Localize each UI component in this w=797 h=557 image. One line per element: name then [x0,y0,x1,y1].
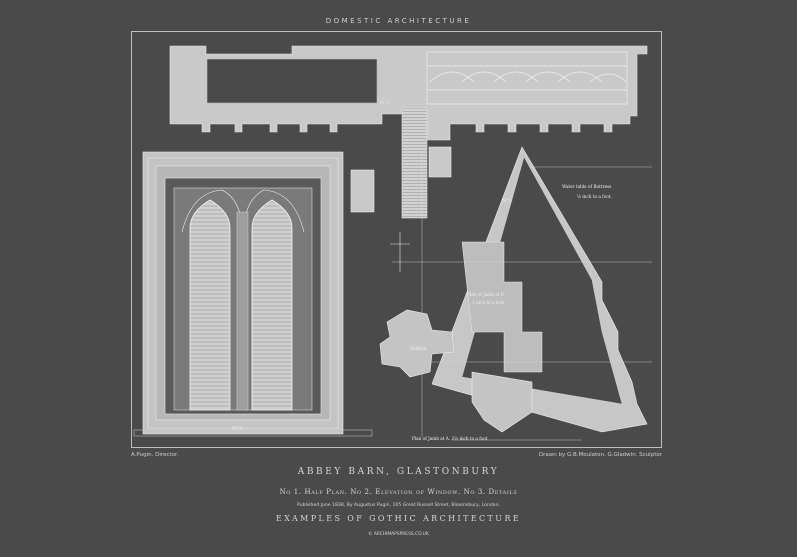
scale-detail-b: 1 inch to a foot. [472,300,505,305]
copyright-notice: © ARCHIMAPSPRESS.CO.UK [368,532,429,537]
mullion-section [379,309,533,433]
caption-published: Published June 1838, By Augustus Pugin, … [297,503,500,508]
label-no1: N°1. [380,100,392,106]
window-elevation [133,151,373,437]
caption-title: ABBEY BARN, GLASTONBURY [297,467,500,477]
scale-detail-a: Plan of Jamb at D. [467,292,505,297]
credit-drawn-by: Drawn by G.B.Moulaton. G.Gladwin. Sculpt… [538,452,662,458]
caption-subtitle: No 1. Half Plan. No 2. Elevation of Wind… [279,488,518,496]
engraving-plate: N°1. N°2. [131,31,662,448]
scale-buttress-b: ½ inch to a foot. [577,194,612,199]
cross-ornament [390,232,410,272]
caption-series: EXAMPLES OF GOTHIC ARCHITECTURE [275,514,522,523]
label-no2: N°2. [232,426,244,432]
label-mullion: Mullion [410,346,427,351]
header-title: DOMESTIC ARCHITECTURE [325,17,472,25]
credit-director: A.Pugin. Director. [131,452,179,458]
buttress-detail [392,146,652,441]
label-no3: N°3. [502,198,513,204]
half-plan [169,45,648,219]
architectural-drawing: N°1. N°2. [133,45,652,441]
scale-bottom: Plan of Jamb at A. 2⅔ inch to a foot [412,436,488,441]
scale-buttress-a: Water table of Buttress [562,184,611,189]
